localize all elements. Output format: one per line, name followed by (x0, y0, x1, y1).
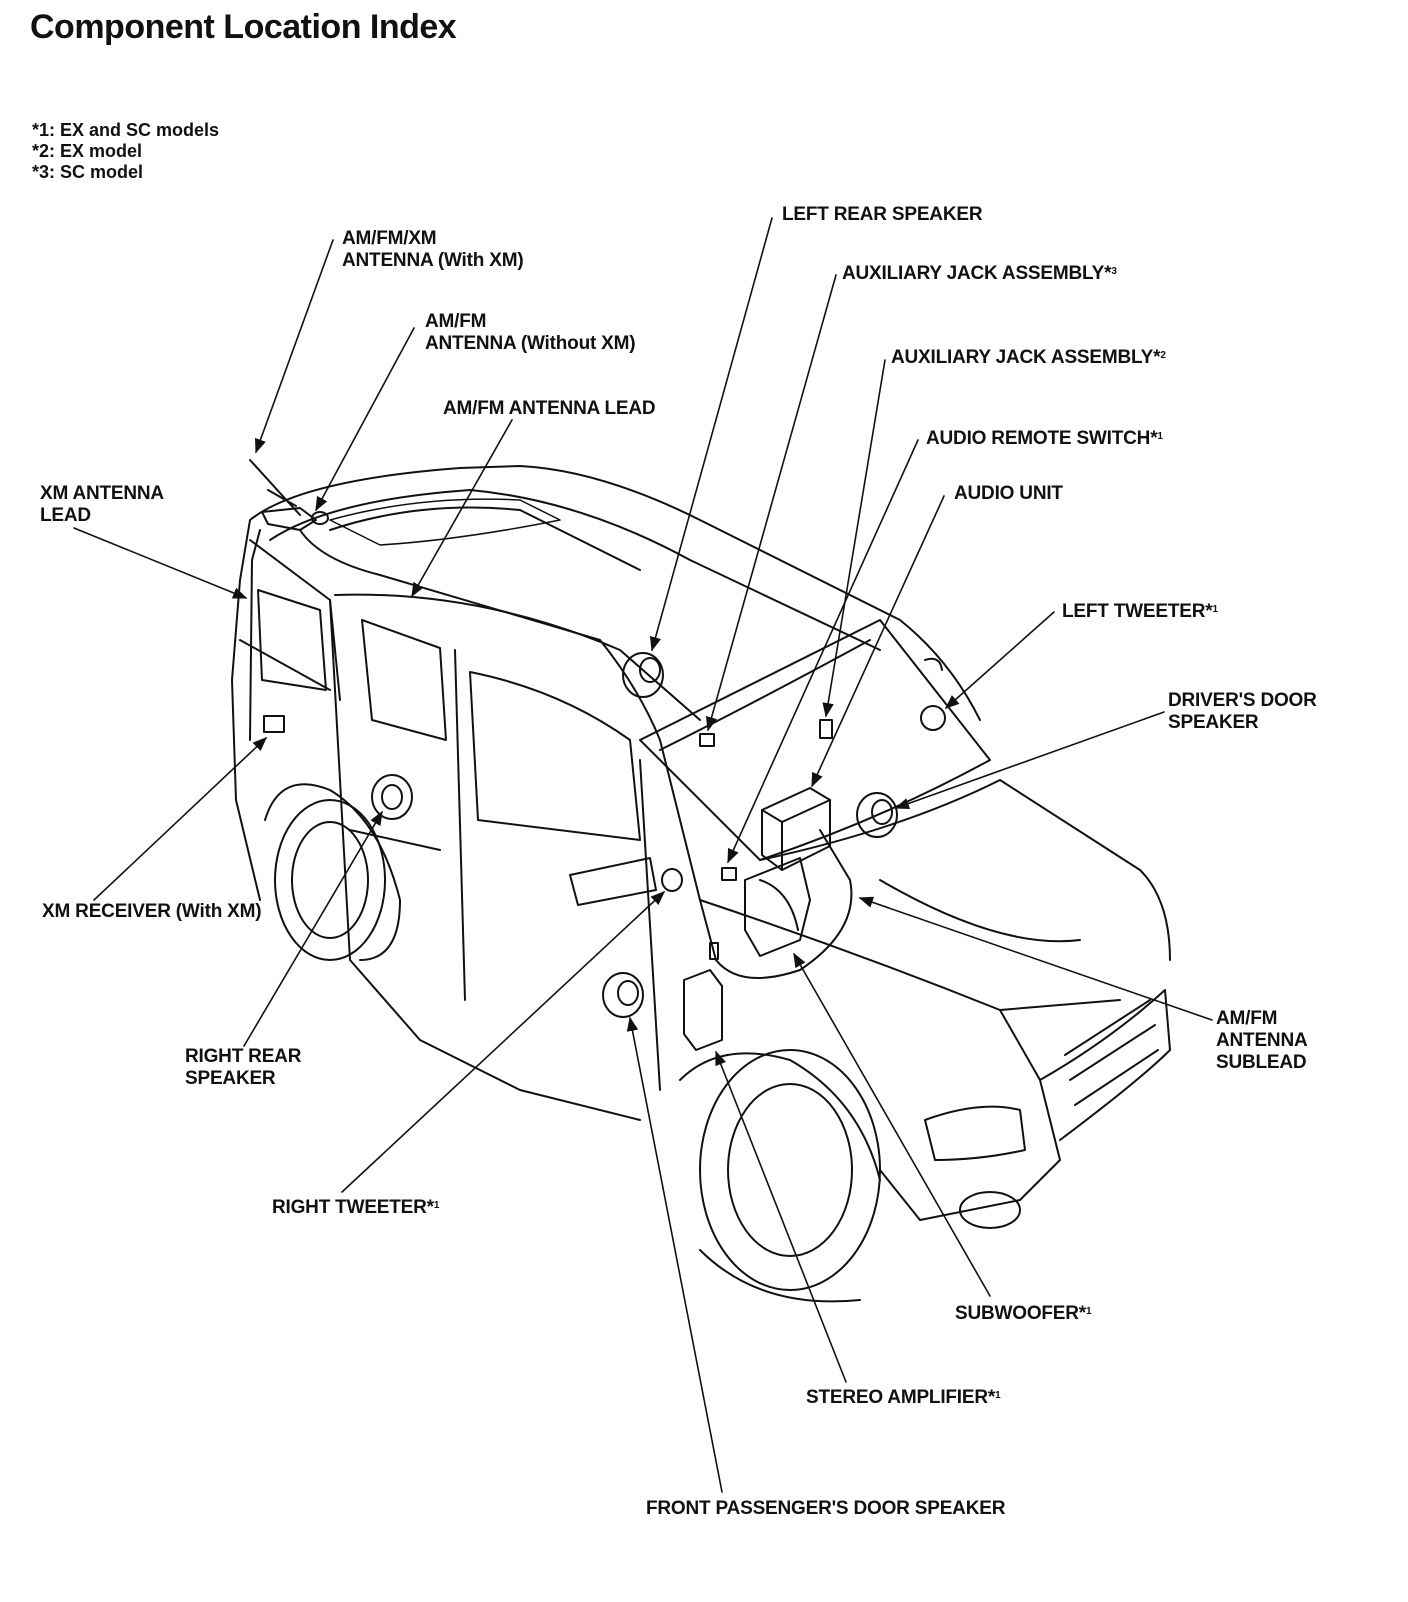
label-right-tweeter: RIGHT TWEETER*1 (272, 1197, 439, 1219)
label-aux-jack-sc: AUXILIARY JACK ASSEMBLY*3 (842, 263, 1117, 285)
audio-remote-switch-note: 1 (1157, 431, 1163, 442)
component-shapes (249, 459, 946, 1051)
aux-jack-sc-text: AUXILIARY JACK ASSEMBLY* (842, 263, 1112, 284)
aux-jack-ex-text: AUXILIARY JACK ASSEMBLY* (891, 347, 1161, 368)
stereo-amplifier-text: STEREO AMPLIFIER* (806, 1387, 996, 1408)
label-am-fm-antenna-lead: AM/FM ANTENNA LEAD (443, 398, 656, 419)
audio-remote-switch-text: AUDIO REMOTE SWITCH* (926, 428, 1158, 449)
label-left-tweeter: LEFT TWEETER*1 (1062, 601, 1218, 623)
aux-jack-ex-note: 2 (1160, 350, 1166, 361)
label-aux-jack-ex: AUXILIARY JACK ASSEMBLY*2 (891, 347, 1166, 369)
aux-jack-sc-note: 3 (1111, 266, 1117, 277)
label-xm-antenna-lead: XM ANTENNA LEAD (40, 483, 164, 526)
label-am-fm-antenna: AM/FM ANTENNA (Without XM) (425, 311, 636, 354)
note-sc: *3: SC model (32, 162, 144, 182)
right-tweeter-text: RIGHT TWEETER* (272, 1197, 434, 1218)
stereo-amplifier-note: 1 (995, 1390, 1001, 1401)
label-audio-remote-switch: AUDIO REMOTE SWITCH*1 (926, 428, 1163, 450)
label-am-fm-antenna-sublead: AM/FM ANTENNA SUBLEAD (1216, 1008, 1308, 1073)
subwoofer-note: 1 (1086, 1306, 1092, 1317)
left-tweeter-text: LEFT TWEETER* (1062, 601, 1213, 622)
subwoofer-text: SUBWOOFER* (955, 1303, 1087, 1324)
label-right-rear-speaker: RIGHT REAR SPEAKER (185, 1046, 302, 1089)
right-tweeter-note: 1 (433, 1200, 440, 1211)
label-left-rear-speaker: LEFT REAR SPEAKER (782, 204, 983, 225)
left-tweeter-note: 1 (1212, 604, 1218, 615)
label-drivers-door-speaker: DRIVER'S DOOR SPEAKER (1168, 690, 1317, 733)
label-audio-unit: AUDIO UNIT (954, 483, 1063, 504)
vehicle-outline (231, 465, 1171, 1303)
label-xm-receiver: XM RECEIVER (With XM) (42, 901, 262, 922)
label-subwoofer: SUBWOOFER*1 (955, 1303, 1092, 1325)
model-notes: *1: EX and SC models *2: EX model *3: SC… (32, 120, 219, 183)
label-am-fm-xm-antenna: AM/FM/XM ANTENNA (With XM) (342, 228, 524, 271)
leader-lines (73, 217, 1213, 1493)
label-stereo-amplifier: STEREO AMPLIFIER*1 (806, 1387, 1001, 1409)
note-ex-sc: *1: EX and SC models (32, 120, 220, 140)
note-ex: *2: EX model (32, 141, 143, 161)
label-front-passengers-door-speaker: FRONT PASSENGER'S DOOR SPEAKER (646, 1498, 1006, 1519)
page-title: Component Location Index (30, 8, 457, 46)
